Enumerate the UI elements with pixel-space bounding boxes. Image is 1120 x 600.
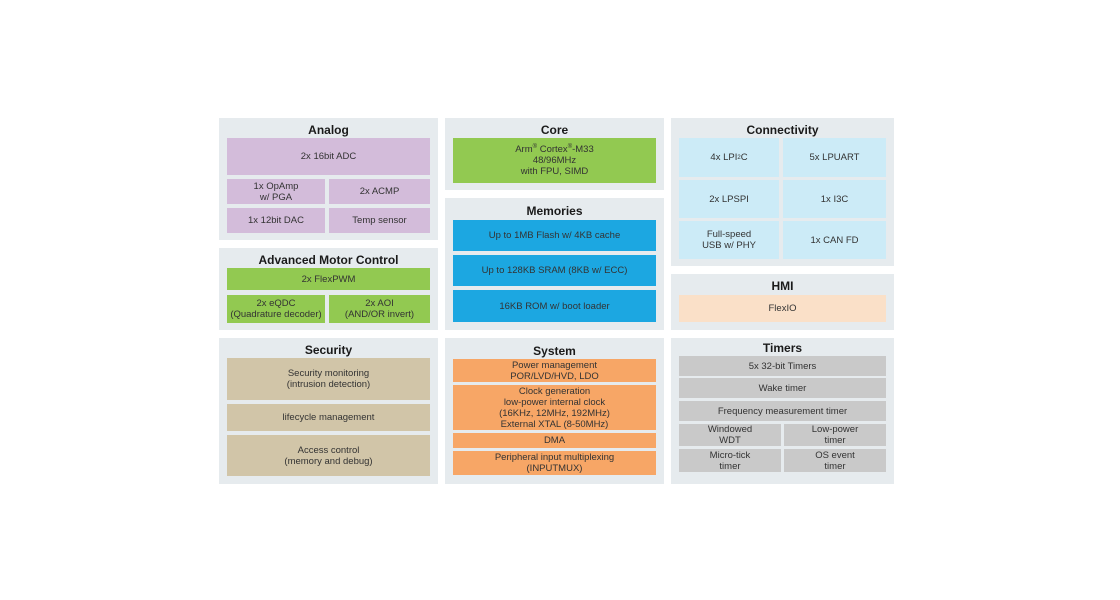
aoi-block: 2x AOI (AND/OR invert) — [329, 295, 430, 323]
hmi-title: HMI — [771, 279, 794, 293]
windowed-wdt-block: Windowed WDT — [679, 424, 781, 446]
clock-generation-block: Clock generation low-power internal cloc… — [453, 385, 656, 430]
core-cpu-label: Arm® Cortex®-M33 — [515, 143, 594, 155]
opamp-block: 1x OpAmp w/ PGA — [227, 179, 325, 204]
wake-timer-block: Wake timer — [679, 378, 886, 398]
connectivity-title: Connectivity — [746, 123, 819, 137]
core-features-label: with FPU, SIMD — [520, 166, 589, 177]
security-monitoring-block: Security monitoring (intrusion detection… — [227, 358, 430, 400]
memories-title: Memories — [526, 204, 583, 218]
acmp-block: 2x ACMP — [329, 179, 430, 204]
access-control-block: Access control (memory and debug) — [227, 435, 430, 476]
system-title: System — [533, 344, 576, 358]
analog-panel: Analog 2x 16bit ADC 1x OpAmp w/ PGA 2x A… — [219, 118, 438, 240]
dac-block: 1x 12bit DAC — [227, 208, 325, 233]
rom-block: 16KB ROM w/ boot loader — [453, 290, 656, 322]
power-management-block: Power management POR/LVD/HVD, LDO — [453, 359, 656, 382]
security-title: Security — [304, 343, 353, 357]
inputmux-block: Peripheral input multiplexing (INPUTMUX) — [453, 451, 656, 475]
flash-block: Up to 1MB Flash w/ 4KB cache — [453, 220, 656, 251]
i3c-block: 1x I3C — [783, 180, 886, 218]
core-panel: Core Arm® Cortex®-M33 48/96MHz with FPU,… — [445, 118, 664, 190]
usb-block: Full-speed USB w/ PHY — [679, 221, 779, 259]
analog-title: Analog — [308, 123, 349, 137]
lpuart-block: 5x LPUART — [783, 138, 886, 177]
flexio-block: FlexIO — [679, 295, 886, 322]
memories-panel: Memories Up to 1MB Flash w/ 4KB cache Up… — [445, 198, 664, 330]
core-freq-label: 48/96MHz — [532, 155, 577, 166]
lifecycle-block: lifecycle management — [227, 404, 430, 431]
dma-block: DMA — [453, 433, 656, 448]
temp-sensor-block: Temp sensor — [329, 208, 430, 233]
eqdc-block: 2x eQDC (Quadrature decoder) — [227, 295, 325, 323]
timers-panel: Timers 5x 32-bit Timers Wake timer Frequ… — [671, 338, 894, 484]
motor-control-title: Advanced Motor Control — [258, 253, 399, 267]
os-event-timer-block: OS event timer — [784, 449, 886, 472]
timers-title: Timers — [762, 341, 803, 355]
low-power-timer-block: Low-power timer — [784, 424, 886, 446]
core-block: Arm® Cortex®-M33 48/96MHz with FPU, SIMD — [453, 138, 656, 183]
canfd-block: 1x CAN FD — [783, 221, 886, 259]
flexpwm-block: 2x FlexPWM — [227, 268, 430, 290]
sram-block: Up to 128KB SRAM (8KB w/ ECC) — [453, 255, 656, 286]
security-panel: Security Security monitoring (intrusion … — [219, 338, 438, 484]
hmi-panel: HMI FlexIO — [671, 274, 894, 330]
core-title: Core — [540, 123, 569, 137]
timers32-block: 5x 32-bit Timers — [679, 356, 886, 376]
adc-block: 2x 16bit ADC — [227, 138, 430, 175]
frequency-timer-block: Frequency measurement timer — [679, 401, 886, 421]
micro-tick-timer-block: Micro-tick timer — [679, 449, 781, 472]
lpspi-block: 2x LPSPI — [679, 180, 779, 218]
motor-control-panel: Advanced Motor Control 2x FlexPWM 2x eQD… — [219, 248, 438, 330]
system-panel: System Power management POR/LVD/HVD, LDO… — [445, 338, 664, 484]
